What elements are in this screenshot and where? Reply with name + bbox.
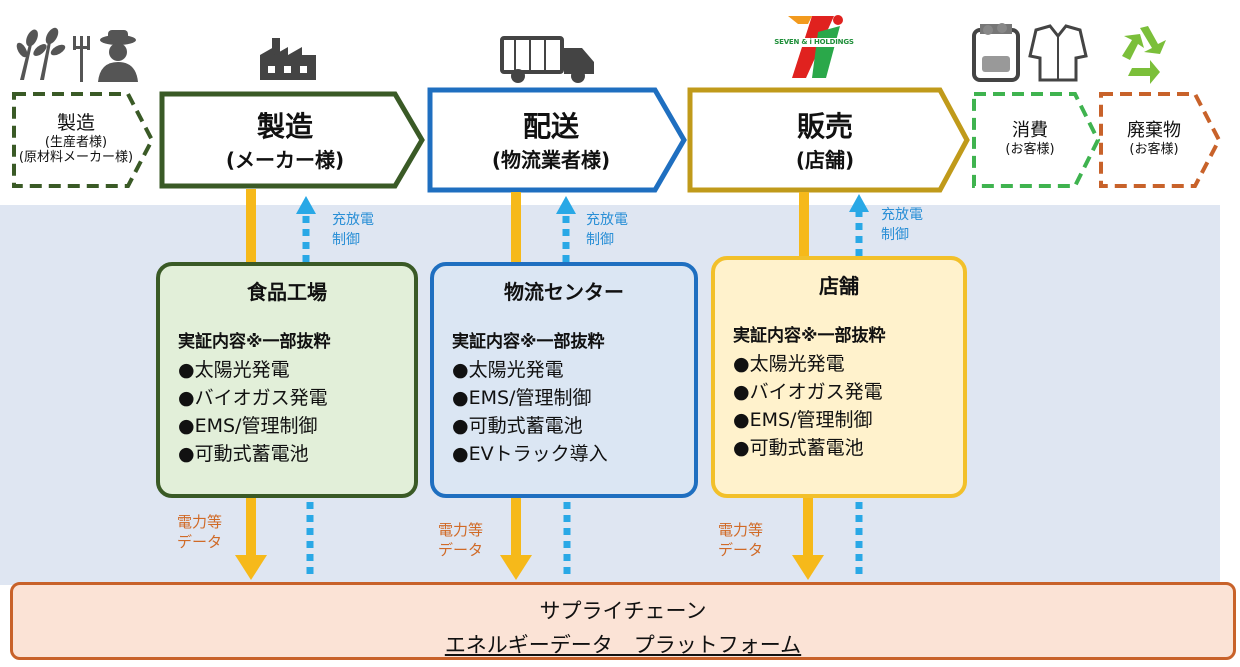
factory-item: ●バイオガス発電 [178, 387, 328, 409]
consume-stage-label: 消費 [1012, 120, 1048, 141]
factory-box: 食品工場 実証内容※一部抜粋 ●太陽光発電 ●バイオガス発電 ●EMS/管理制御… [156, 262, 418, 498]
consume-stage: 消費 (お客様) [980, 120, 1080, 157]
trash-icon [972, 23, 1020, 82]
store-item: ●可動式蓄電池 [733, 437, 864, 459]
center-item: ●EMS/管理制御 [452, 387, 592, 409]
logistics-stage-label: 配送 [522, 110, 579, 143]
store-item: ●EMS/管理制御 [733, 409, 873, 431]
store-box: 店舗 実証内容※一部抜粋 ●太陽光発電 ●バイオガス発電 ●EMS/管理制御 ●… [711, 256, 967, 498]
seven-i-logo-icon [776, 15, 852, 78]
disposal-chevron [1099, 92, 1222, 188]
center-title: 物流センター [504, 280, 624, 304]
factory-item: ●可動式蓄電池 [178, 443, 309, 465]
energy-data-platform: サプライチェーン エネルギーデータ プラットフォーム [10, 582, 1236, 660]
maker-stage-label: 製造 [256, 110, 313, 143]
truck-icon [500, 36, 594, 83]
sales-down-connector [799, 192, 809, 258]
factory-icon [260, 38, 316, 80]
shirt-icon [1028, 24, 1088, 82]
farm-stage-label: 製造 [56, 112, 95, 134]
store-data-label: 電力等 データ [718, 521, 764, 559]
factory-subtitle: 実証内容※一部抜粋 [178, 332, 331, 352]
store-subtitle: 実証内容※一部抜粋 [733, 326, 886, 346]
factory-item: ●EMS/管理制御 [178, 415, 318, 437]
logistics-down-connector [511, 192, 521, 263]
sales-stage: 販売 (店舗) [700, 110, 950, 172]
recycle-icon [1122, 26, 1166, 84]
farm-stage-sub1: (生産者様) [44, 134, 108, 150]
center-item: ●太陽光発電 [452, 359, 564, 381]
sales-stage-sub: (店舗) [795, 147, 855, 172]
farmer-icon [16, 27, 138, 82]
logistics-control-label: 充放電 制御 [586, 212, 628, 248]
logistics-stage-sub: (物流業者様) [491, 147, 611, 172]
store-item: ●バイオガス発電 [733, 381, 883, 403]
maker-down-connector [246, 189, 256, 263]
maker-chevron [159, 91, 425, 189]
disposal-stage-label: 廃棄物 [1127, 120, 1181, 141]
center-data-label: 電力等 データ [438, 521, 484, 559]
center-item: ●EVトラック導入 [452, 443, 608, 465]
center-subtitle: 実証内容※一部抜粋 [452, 332, 605, 352]
sales-stage-label: 販売 [796, 110, 853, 143]
store-item: ●太陽光発電 [733, 353, 845, 375]
logistics-stage: 配送 (物流業者様) [436, 110, 666, 172]
platform-line1: サプライチェーン [539, 599, 707, 623]
consume-chevron [972, 92, 1101, 188]
farm-chevron [12, 92, 155, 188]
farm-stage-sub2: (原材料メーカー様) [18, 150, 134, 166]
factory-data-arrow [235, 555, 267, 580]
logistics-chevron [427, 87, 687, 193]
factory-title: 食品工場 [247, 280, 327, 304]
maker-stage-sub: (メーカー様) [225, 147, 345, 172]
factory-item: ●太陽光発電 [178, 359, 290, 381]
maker-stage: 製造 (メーカー様) [170, 110, 400, 172]
store-data-arrow [792, 555, 824, 580]
sales-control-label: 充放電 制御 [881, 207, 923, 243]
center-box: 物流センター 実証内容※一部抜粋 ●太陽光発電 ●EMS/管理制御 ●可動式蓄電… [430, 262, 698, 498]
platform-line2: エネルギーデータ プラットフォーム [444, 633, 802, 657]
center-item: ●可動式蓄電池 [452, 415, 583, 437]
maker-control-label: 充放電 制御 [332, 212, 374, 248]
store-title: 店舗 [819, 274, 859, 298]
sales-chevron [687, 87, 970, 193]
disposal-stage-sub: (お客様) [1129, 141, 1179, 157]
farm-stage: 製造 (生産者様) (原材料メーカー様) [14, 112, 138, 166]
consume-stage-sub: (お客様) [1005, 141, 1055, 157]
disposal-stage: 廃棄物 (お客様) [1104, 120, 1204, 157]
center-data-arrow [500, 555, 532, 580]
logo-caption: SEVEN & i HOLDINGS [774, 38, 854, 46]
factory-data-label: 電力等 データ [177, 513, 223, 551]
